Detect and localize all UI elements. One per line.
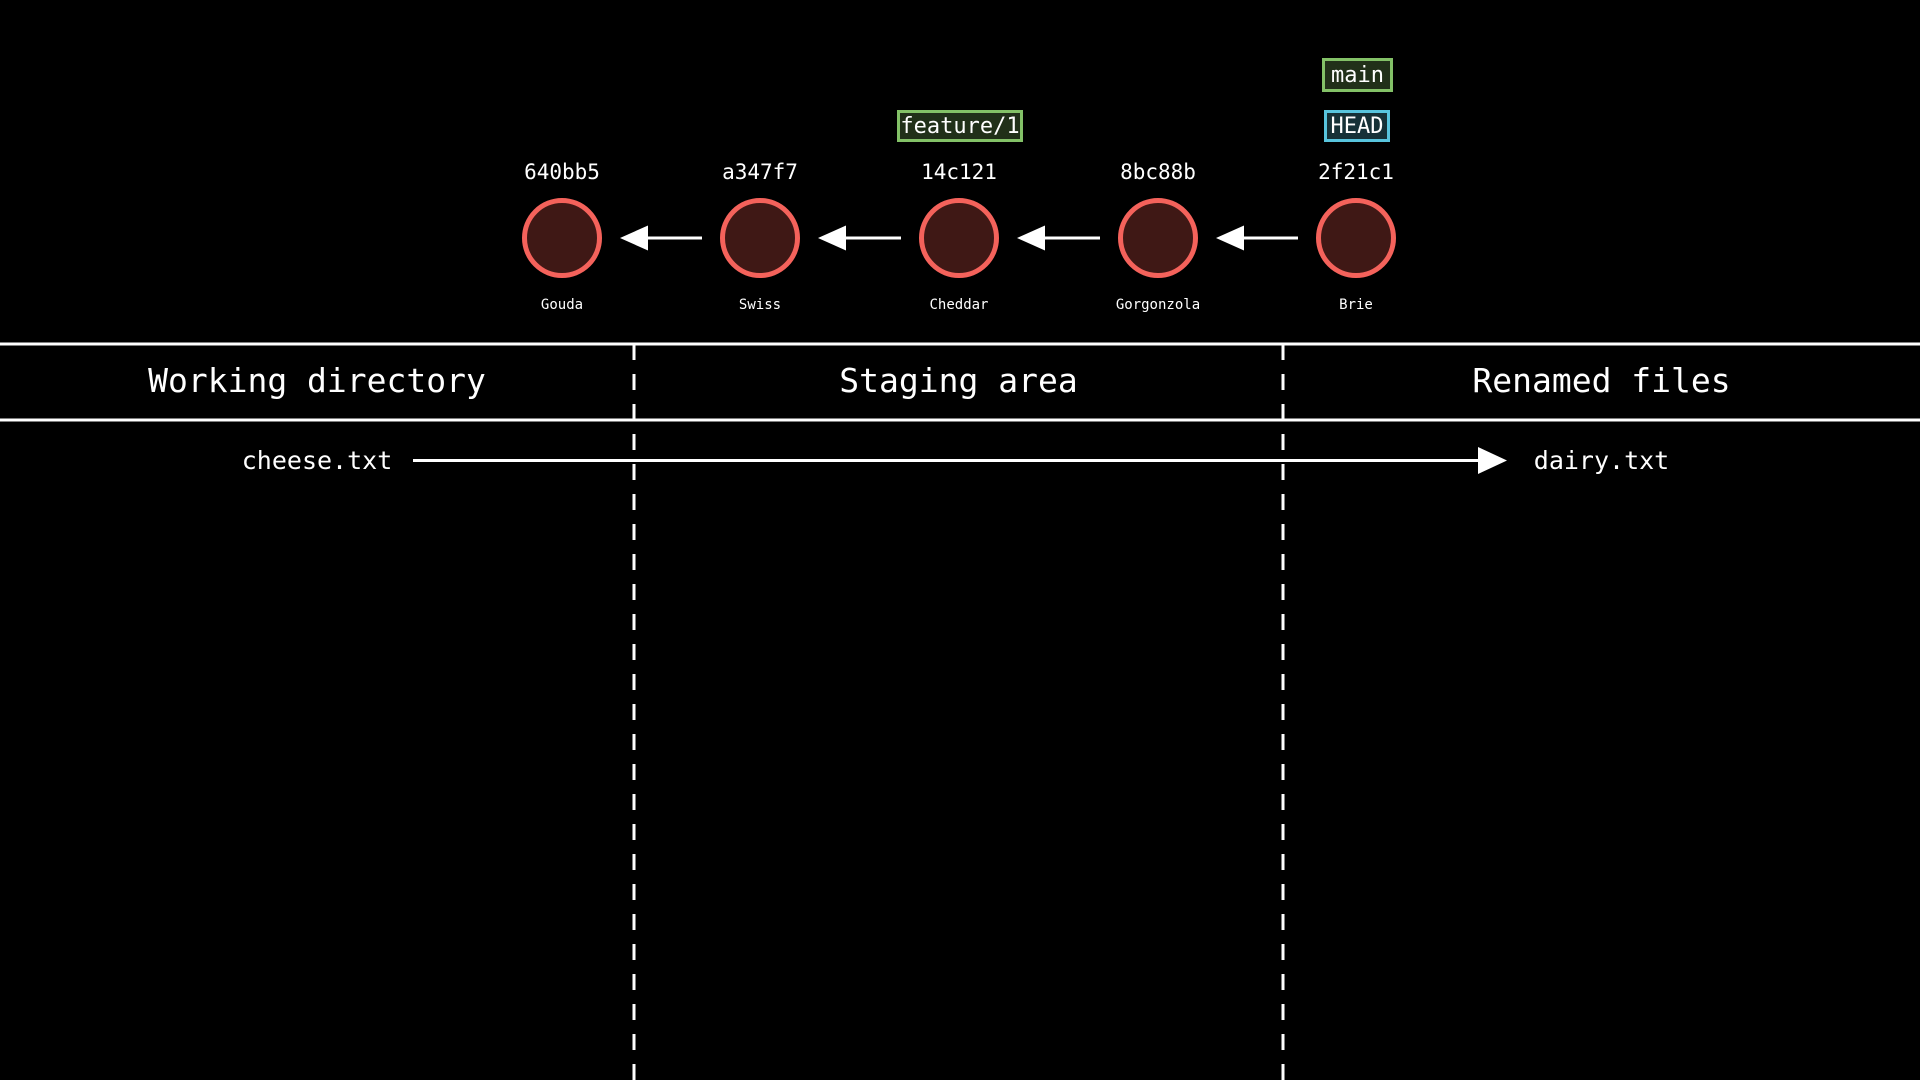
branch-label-feature-1: feature/1 [897,110,1023,142]
commit-hash: a347f7 [722,160,798,184]
commit-node [1316,198,1396,278]
commit-message: Cheddar [929,297,989,313]
commit-arrow-2 [818,225,901,251]
file-name-target: dairy.txt [1533,446,1670,475]
commit-message: Brie [1339,297,1373,313]
commit-hash: 8bc88b [1120,160,1196,184]
head-label: HEAD [1324,110,1390,142]
column-header-staging-area: Staging area [839,361,1078,400]
commit-message: Gorgonzola [1115,297,1201,313]
commit-hash: 640bb5 [524,160,600,184]
commit-node [522,198,602,278]
commit-hash: 14c121 [921,160,997,184]
commit-arrow-4 [1216,225,1298,251]
column-header-working-directory: Working directory [148,361,486,400]
commit-node [1118,198,1198,278]
commit-arrow-3 [1017,225,1100,251]
commit-arrow-1 [620,225,702,251]
file-name-source: cheese.txt [241,446,393,475]
commit-message: Gouda [540,297,584,313]
commit-message: Swiss [738,297,782,313]
column-header-renamed-files: Renamed files [1472,361,1731,400]
commit-node [919,198,999,278]
commit-node [720,198,800,278]
commit-hash: 2f21c1 [1318,160,1394,184]
branch-label-main: main [1322,58,1393,92]
